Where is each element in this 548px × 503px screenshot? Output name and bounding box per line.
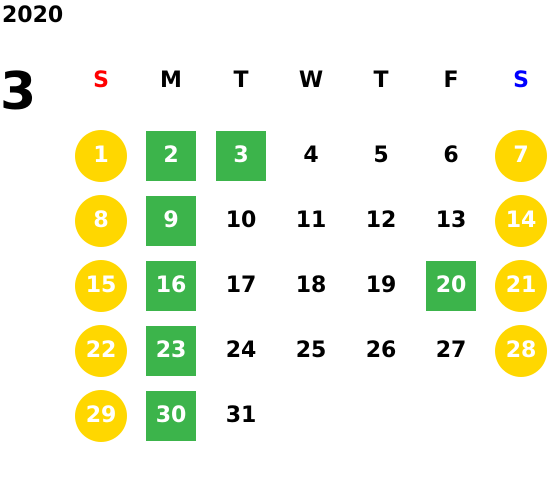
day-cell[interactable]: 9: [136, 188, 206, 253]
weekday-header-thu: T: [373, 67, 389, 93]
weekday-header-tue: T: [233, 67, 249, 93]
day-cell[interactable]: 30: [136, 383, 206, 448]
day-number: 26: [365, 338, 397, 363]
day-number: 7: [495, 129, 547, 182]
day-number: 20: [426, 260, 476, 311]
day-cell[interactable]: 6: [416, 123, 486, 188]
day-number: 5: [373, 143, 389, 168]
day-number: 24: [225, 338, 257, 363]
weekday-header-wed: W: [298, 67, 324, 93]
weekday-header-sun: S: [93, 67, 109, 93]
day-number: 27: [435, 338, 467, 363]
day-number: 9: [146, 195, 196, 246]
day-cell[interactable]: 21: [486, 253, 548, 318]
day-number: 28: [495, 324, 547, 377]
day-cell[interactable]: 22: [66, 318, 136, 383]
day-number: 3: [216, 130, 266, 181]
day-cell[interactable]: 12: [346, 188, 416, 253]
day-cell[interactable]: 16: [136, 253, 206, 318]
day-cell[interactable]: 8: [66, 188, 136, 253]
day-cell[interactable]: 15: [66, 253, 136, 318]
day-cell[interactable]: 5: [346, 123, 416, 188]
day-number: 23: [146, 325, 196, 376]
day-cell[interactable]: 18: [276, 253, 346, 318]
day-cell[interactable]: 11: [276, 188, 346, 253]
day-number: 1: [75, 129, 127, 182]
day-cell[interactable]: 2: [136, 123, 206, 188]
day-cell[interactable]: 13: [416, 188, 486, 253]
day-number: 17: [225, 273, 257, 298]
day-number: 2: [146, 130, 196, 181]
day-number: 12: [365, 208, 397, 233]
day-number: 21: [495, 259, 547, 312]
day-cell[interactable]: 7: [486, 123, 548, 188]
day-cell[interactable]: 14: [486, 188, 548, 253]
day-number: 15: [75, 259, 127, 312]
day-number: 14: [495, 194, 547, 247]
month-number: 3: [0, 62, 37, 122]
day-number: 6: [443, 143, 459, 168]
day-cell[interactable]: 10: [206, 188, 276, 253]
day-cell[interactable]: 29: [66, 383, 136, 448]
day-number: 25: [295, 338, 327, 363]
day-number: 10: [225, 208, 257, 233]
day-cell[interactable]: 17: [206, 253, 276, 318]
day-cell[interactable]: 1: [66, 123, 136, 188]
weekday-header-mon: M: [160, 67, 182, 93]
day-cell[interactable]: 24: [206, 318, 276, 383]
day-number: 18: [295, 273, 327, 298]
day-number: 30: [146, 390, 196, 441]
day-number: 29: [75, 389, 127, 442]
day-number: 22: [75, 324, 127, 377]
day-cell[interactable]: 3: [206, 123, 276, 188]
day-number: 31: [225, 403, 257, 428]
day-cell[interactable]: 19: [346, 253, 416, 318]
day-cell[interactable]: 25: [276, 318, 346, 383]
day-cell[interactable]: 20: [416, 253, 486, 318]
day-number: 4: [303, 143, 319, 168]
day-number: 8: [75, 194, 127, 247]
day-cell[interactable]: 31: [206, 383, 276, 448]
day-cell[interactable]: 23: [136, 318, 206, 383]
day-number: 16: [146, 260, 196, 311]
year-label: 2020: [2, 3, 64, 28]
day-number: 13: [435, 208, 467, 233]
weekday-header-fri: F: [443, 67, 459, 93]
day-number: 19: [365, 273, 397, 298]
day-cell[interactable]: 26: [346, 318, 416, 383]
weekday-header-sat: S: [513, 67, 529, 93]
day-cell[interactable]: 28: [486, 318, 548, 383]
day-cell[interactable]: 27: [416, 318, 486, 383]
day-number: 11: [295, 208, 327, 233]
day-cell[interactable]: 4: [276, 123, 346, 188]
